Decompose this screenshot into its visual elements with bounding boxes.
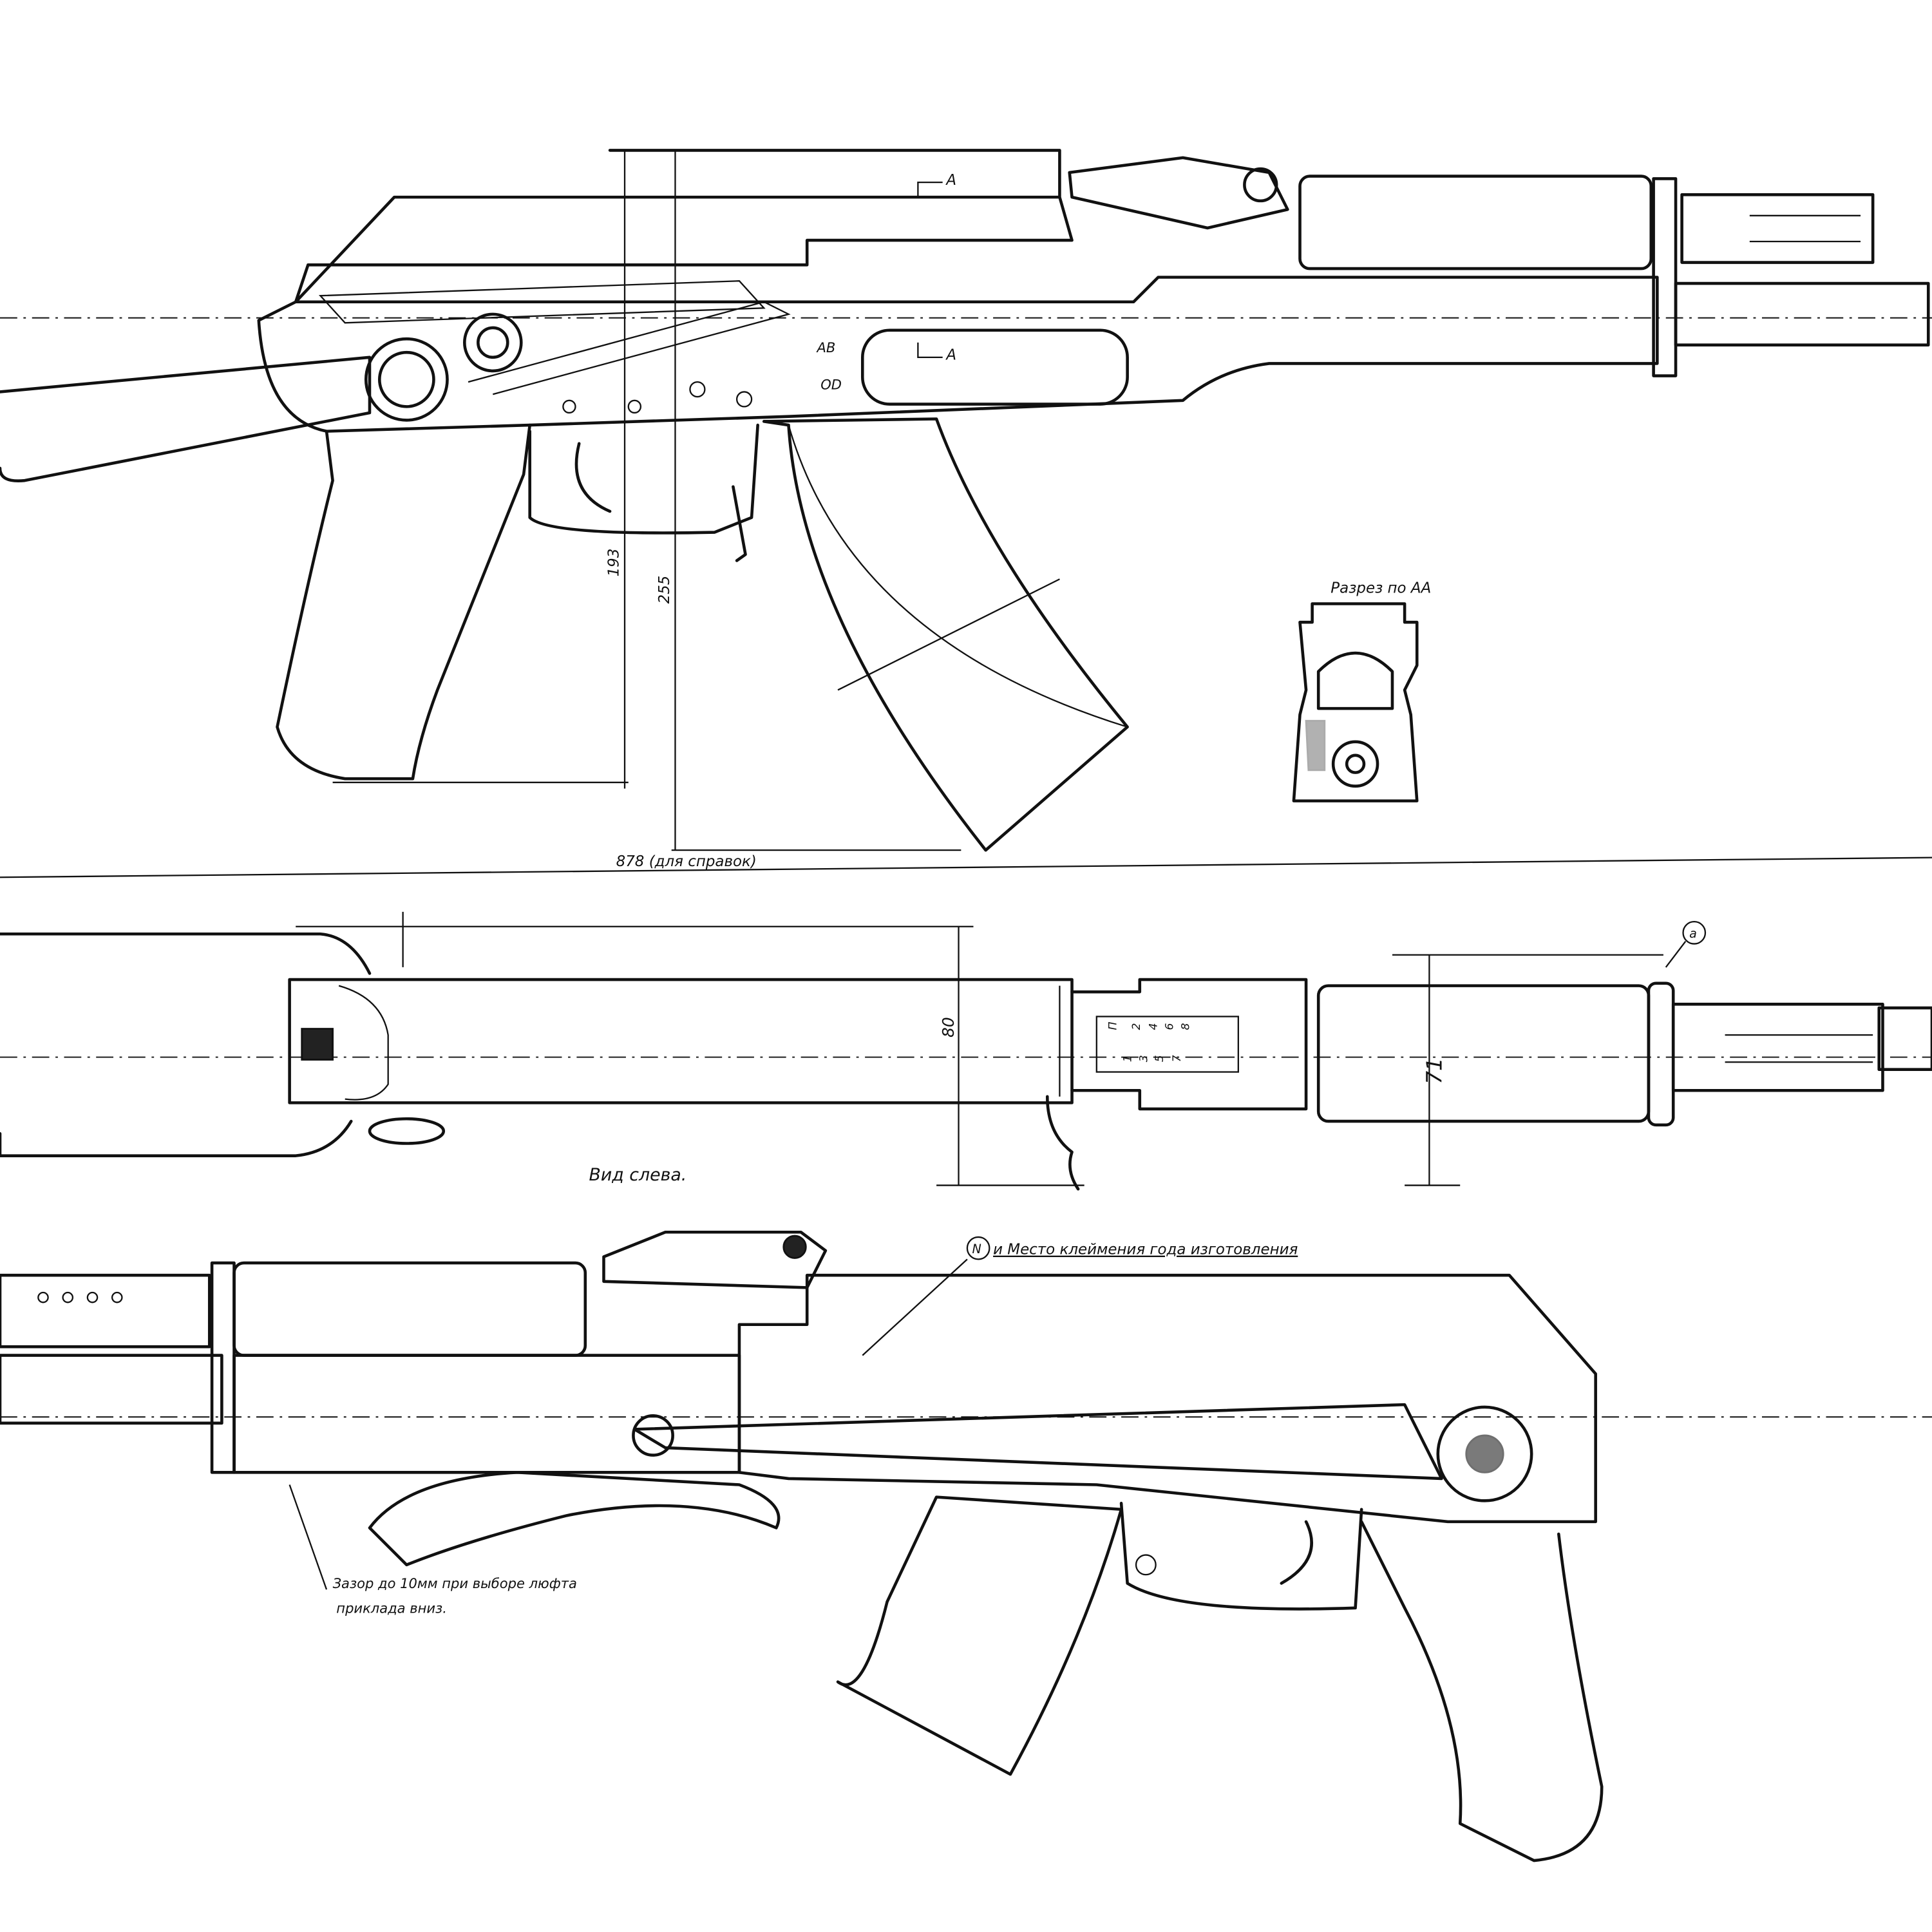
section-mark-mid: A bbox=[945, 347, 956, 364]
sight-mark-bottom-0: 1 bbox=[1121, 1055, 1134, 1062]
stock-latch bbox=[463, 312, 523, 373]
receiver-cover bbox=[294, 149, 1074, 304]
selector-mark-ab: AB bbox=[815, 339, 835, 355]
dimension-grip: 193 bbox=[605, 549, 622, 577]
right-side-view: A A AB OD 193 255 878 (для справок) bbox=[0, 149, 1932, 878]
dimension-receiver-width: 80 bbox=[939, 1017, 958, 1037]
dimension-magazine: 255 bbox=[656, 576, 673, 604]
gas-tube bbox=[1298, 175, 1653, 270]
rear-sight bbox=[1068, 156, 1289, 230]
sight-mark-top-0: П bbox=[1106, 1021, 1119, 1030]
left-side-view: N и Место клеймения года изготовления За… bbox=[0, 1230, 1932, 1862]
trigger-guard bbox=[528, 423, 759, 535]
rear-sight-left bbox=[602, 1230, 828, 1289]
ejection-port bbox=[860, 328, 1129, 406]
gap-note-line2: приклада вниз. bbox=[336, 1600, 447, 1616]
sight-mark-bottom-2: 5 bbox=[1153, 1055, 1166, 1062]
section-mark-top: A bbox=[945, 172, 956, 189]
barrel bbox=[1674, 281, 1930, 347]
view-title: Вид слева. bbox=[589, 1165, 687, 1185]
dimension-handguard-width: 71 bbox=[1423, 1057, 1447, 1084]
magazine-left bbox=[836, 1495, 1123, 1776]
marking-callout-circle bbox=[966, 1236, 990, 1260]
sight-mark-top-2: 4 bbox=[1148, 1023, 1160, 1030]
callout-a: a bbox=[1689, 926, 1697, 941]
stock-hinge-left bbox=[1436, 1405, 1533, 1502]
stock-arm-left bbox=[368, 1471, 781, 1567]
receiver-cover-left bbox=[737, 1273, 1597, 1524]
stock-hinge bbox=[364, 337, 449, 422]
section-title: Разрез по AA bbox=[1331, 580, 1431, 596]
muzzle-brake bbox=[1680, 193, 1875, 264]
muzzle-brake-left bbox=[0, 1273, 211, 1349]
lower-handguard-left bbox=[232, 1354, 741, 1474]
trigger-guard-left bbox=[1119, 1501, 1363, 1611]
sight-mark-top-1: 2 bbox=[1130, 1023, 1143, 1030]
selector-mark-od: OD bbox=[820, 377, 842, 393]
sight-mark-bottom-1: 3 bbox=[1137, 1055, 1150, 1062]
receiver bbox=[257, 276, 1659, 433]
handguard-top bbox=[1316, 984, 1651, 1123]
top-view: П 2 4 6 8 1 3 5 7 80 71 a Вид слева. bbox=[0, 911, 1932, 1191]
dimension-overall-length: 878 (для справок) bbox=[616, 853, 757, 870]
gap-note-line1: Зазор до 10мм при выборе люфта bbox=[333, 1575, 577, 1591]
gas-tube-left bbox=[232, 1261, 587, 1357]
muzzle-brake-top bbox=[1671, 1003, 1884, 1092]
section-view-aa: Разрез по AA bbox=[1292, 580, 1431, 802]
trigger bbox=[574, 442, 612, 513]
marking-callout-letter: N bbox=[972, 1242, 981, 1256]
folded-stock-top bbox=[0, 932, 372, 1157]
sight-mark-bottom-3: 7 bbox=[1171, 1055, 1184, 1062]
marking-note: и Место клеймения года изготовления bbox=[993, 1242, 1298, 1258]
callout-circle bbox=[1682, 920, 1707, 945]
magazine bbox=[762, 417, 1129, 852]
sight-mark-top-4: 8 bbox=[1179, 1023, 1192, 1030]
sight-mark-top-3: 6 bbox=[1163, 1023, 1176, 1030]
pistol-grip bbox=[276, 423, 531, 781]
folded-stock bbox=[0, 355, 372, 483]
trigger-left bbox=[1280, 1520, 1313, 1585]
receiver-top bbox=[288, 978, 1074, 1104]
pistol-grip-left bbox=[1359, 1520, 1604, 1862]
